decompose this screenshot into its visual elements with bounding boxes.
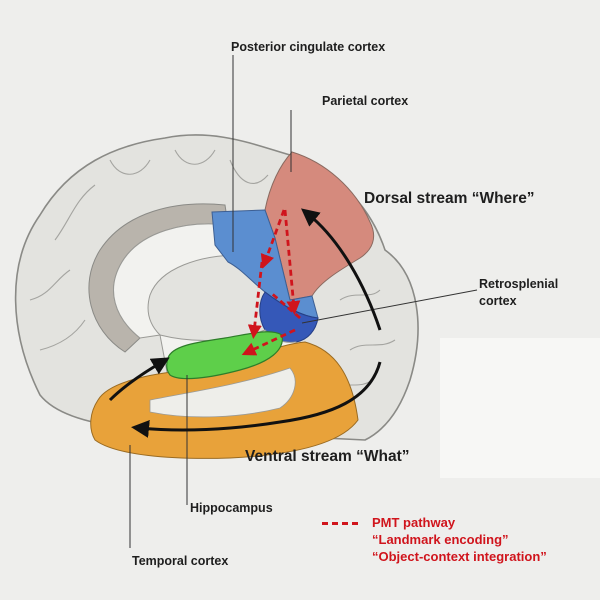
gyri-lines [29, 149, 396, 391]
label-hippocampus: Hippocampus [190, 501, 273, 515]
ventral-stream-arrow [131, 361, 382, 438]
screen-glare [440, 338, 600, 478]
label-ventral-stream: Ventral stream “What” [245, 448, 410, 465]
temporal-to-hippocampus-arrow [108, 357, 170, 402]
pmt-pathway-arrows [241, 209, 301, 356]
label-parietal: Parietal cortex [322, 94, 409, 108]
label-retrosplenial-line1: Retrosplenial [479, 277, 559, 291]
legend-line3: “Object-context integration” [372, 549, 547, 564]
label-retrosplenial-line2: cortex [479, 294, 517, 308]
legend-line2: “Landmark encoding” [372, 532, 509, 547]
label-dorsal-stream: Dorsal stream “Where” [364, 190, 535, 207]
legend-line1: PMT pathway [372, 515, 456, 530]
label-temporal: Temporal cortex [132, 554, 229, 568]
temporal-inner [149, 367, 296, 418]
legend-dashed-line [322, 522, 358, 525]
dorsal-stream-arrow [301, 208, 382, 331]
leader-lines [129, 55, 478, 548]
label-posterior-cingulate: Posterior cingulate cortex [231, 40, 386, 54]
